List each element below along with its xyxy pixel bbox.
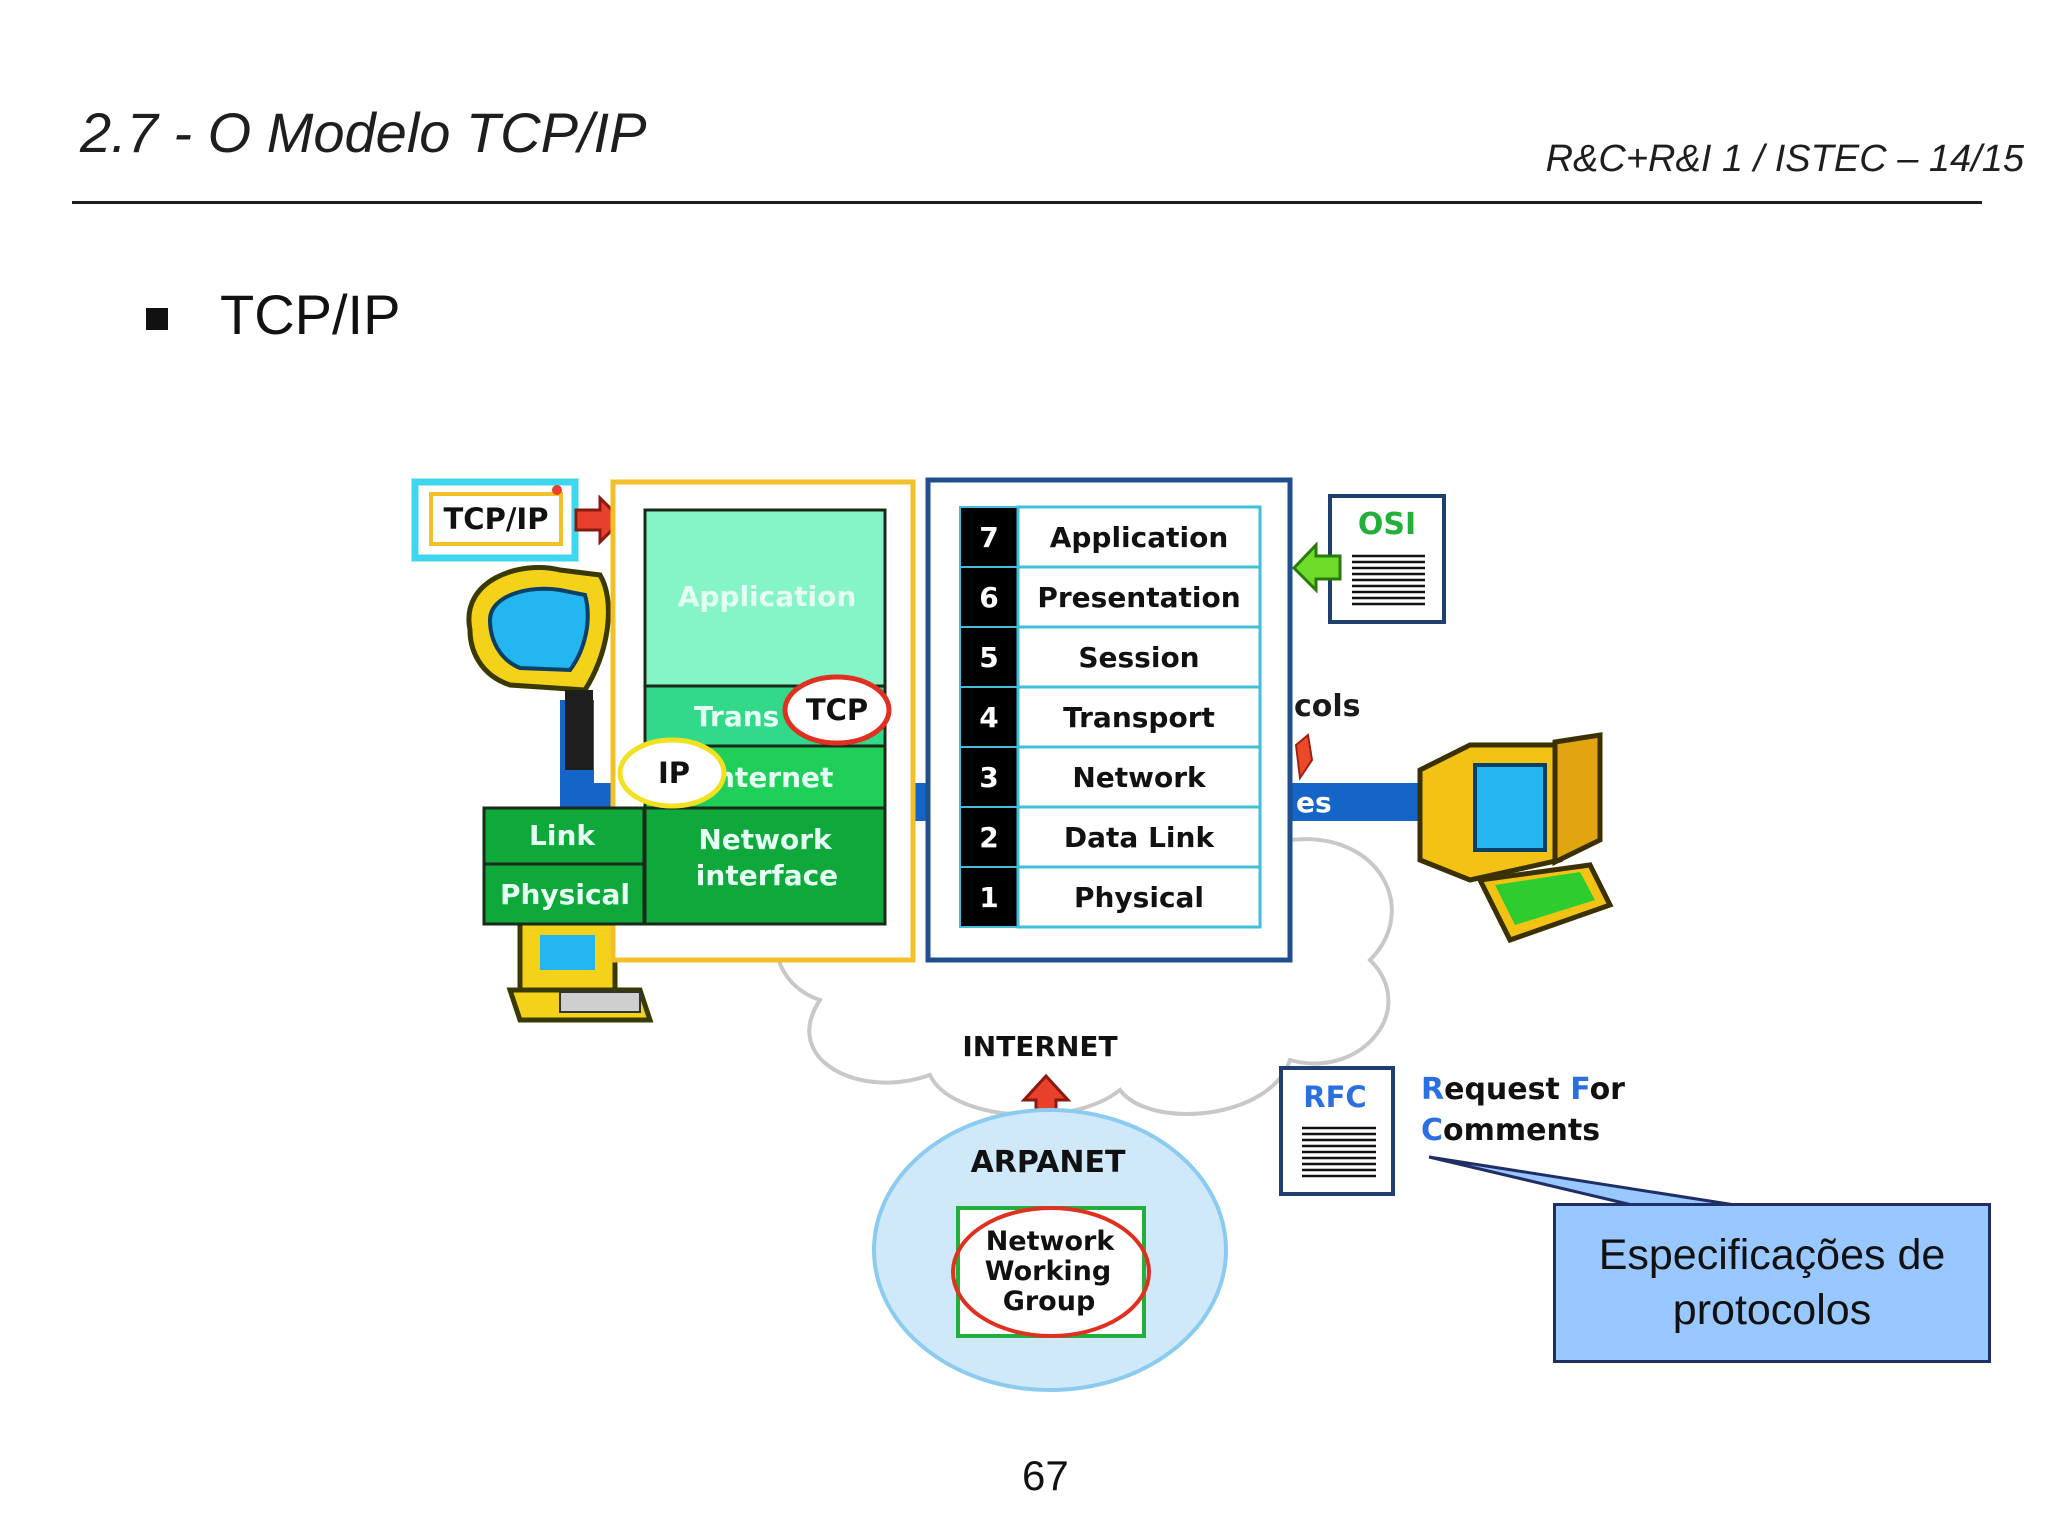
callout-line2: protocolos xyxy=(1672,1286,1872,1334)
rfc-text-or: or xyxy=(1590,1072,1626,1107)
osi-layer-name: Session xyxy=(1078,641,1199,674)
rfc-document-lines-icon xyxy=(1302,1126,1376,1178)
callout-box: Especificações de protocolos xyxy=(1553,1203,1991,1363)
nwg-highlight xyxy=(951,1206,1151,1338)
page-number: 67 xyxy=(1022,1452,1069,1499)
tcpip-layer-physical xyxy=(482,862,646,926)
osi-layer-number: 5 xyxy=(979,641,998,674)
bullet-text: TCP/IP xyxy=(220,283,401,346)
tcpip-tag-label: TCP/IP xyxy=(444,502,549,536)
tcpip-layer-link-label: Link xyxy=(529,819,596,852)
osi-layer-name-cell xyxy=(1016,505,1262,569)
tcpip-layer-network-interface xyxy=(643,806,887,926)
hidden-protocols-fragment: cols xyxy=(1294,689,1361,724)
nwg-line2: Working xyxy=(985,1256,1111,1287)
osi-layer-name: Network xyxy=(1072,761,1207,794)
osi-arrow-icon xyxy=(1291,541,1342,594)
tcpip-layer-link xyxy=(482,806,646,866)
tcpip-layer-internet-label: nternet xyxy=(715,761,833,794)
osi-layer-name-cell xyxy=(1016,565,1262,629)
rfc-initial-c: C xyxy=(1421,1113,1443,1148)
rfc-title-line2: Comments xyxy=(1421,1113,1600,1148)
tag-dot xyxy=(552,485,562,495)
osi-document-label: OSI xyxy=(1358,507,1416,542)
osi-layer-name: Data Link xyxy=(1064,821,1216,854)
osi-layer-number-cell xyxy=(959,506,1019,568)
osi-layer-name: Presentation xyxy=(1037,581,1240,614)
ip-badge xyxy=(617,737,727,809)
tcpip-layer-physical-label: Physical xyxy=(500,878,630,911)
osi-layer-name-cell xyxy=(1016,805,1262,869)
rfc-document xyxy=(1279,1066,1395,1196)
osi-layer-number-cell xyxy=(959,866,1019,928)
callout-pointer xyxy=(1428,1155,1736,1207)
osi-layer-name: Application xyxy=(1050,521,1229,554)
rfc-title-line1: Request For xyxy=(1421,1072,1625,1107)
osi-layer-list: 7 Application 6 Presentation 5 Session 4 Transp… xyxy=(959,505,1262,929)
callout-line1: Especificações de xyxy=(1598,1231,1946,1279)
computer-right-icon xyxy=(1417,732,1614,944)
osi-layer-number: 7 xyxy=(979,521,998,554)
tcpip-layer-network-interface-line1: Network xyxy=(698,823,833,856)
tcpip-tag-inner xyxy=(429,492,563,546)
tcp-badge xyxy=(782,674,892,746)
hidden-es-fragment: es xyxy=(1296,786,1332,819)
osi-layer-number: 4 xyxy=(979,701,998,734)
osi-layer-number-cell xyxy=(959,626,1019,688)
osi-document-lines-icon xyxy=(1352,554,1425,606)
osi-layer-number: 6 xyxy=(979,581,998,614)
osi-layer-name-cell xyxy=(1016,745,1262,809)
tcp-badge-label: TCP xyxy=(806,693,868,727)
osi-layer-number: 2 xyxy=(979,821,998,854)
tcpip-layer-transport-label: Trans xyxy=(694,700,779,733)
title-divider xyxy=(72,201,1982,204)
rfc-initial-r: R xyxy=(1421,1072,1444,1107)
tcpip-layer-application-label: Application xyxy=(678,580,857,613)
osi-layer-name-cell xyxy=(1016,685,1262,749)
tcpip-layer-application xyxy=(643,508,887,688)
tcpip-layer-network-interface-line2: interface xyxy=(696,859,838,892)
slide-title: 2.7 - O Modelo TCP/IP xyxy=(80,101,647,164)
osi-layer-name: Physical xyxy=(1074,881,1204,914)
rfc-initial-f: F xyxy=(1570,1072,1589,1107)
osi-layer-name-cell xyxy=(1016,865,1262,929)
course-reference: R&C+R&I 1 / ISTEC – 14/15 xyxy=(1545,138,2024,180)
small-red-arrow-icon xyxy=(1294,733,1314,781)
rfc-text-omments: omments xyxy=(1443,1113,1600,1148)
arpanet-label: ARPANET xyxy=(971,1145,1126,1180)
internet-label: INTERNET xyxy=(962,1030,1117,1063)
osi-layer-number: 1 xyxy=(979,881,998,914)
bullet-square-icon xyxy=(146,308,168,330)
ip-badge-label: IP xyxy=(658,756,690,790)
rfc-document-label: RFC xyxy=(1303,1080,1366,1114)
osi-layer-number: 3 xyxy=(979,761,998,794)
osi-layer-name: Transport xyxy=(1063,701,1215,734)
nwg-line3: Group xyxy=(1003,1286,1096,1317)
osi-layer-name-cell xyxy=(1016,625,1262,689)
computer-left-icon xyxy=(466,565,654,1023)
rfc-text-equest: equest xyxy=(1444,1072,1570,1107)
nwg-line1: Network xyxy=(986,1226,1116,1257)
osi-layer-number-cell xyxy=(959,806,1019,868)
